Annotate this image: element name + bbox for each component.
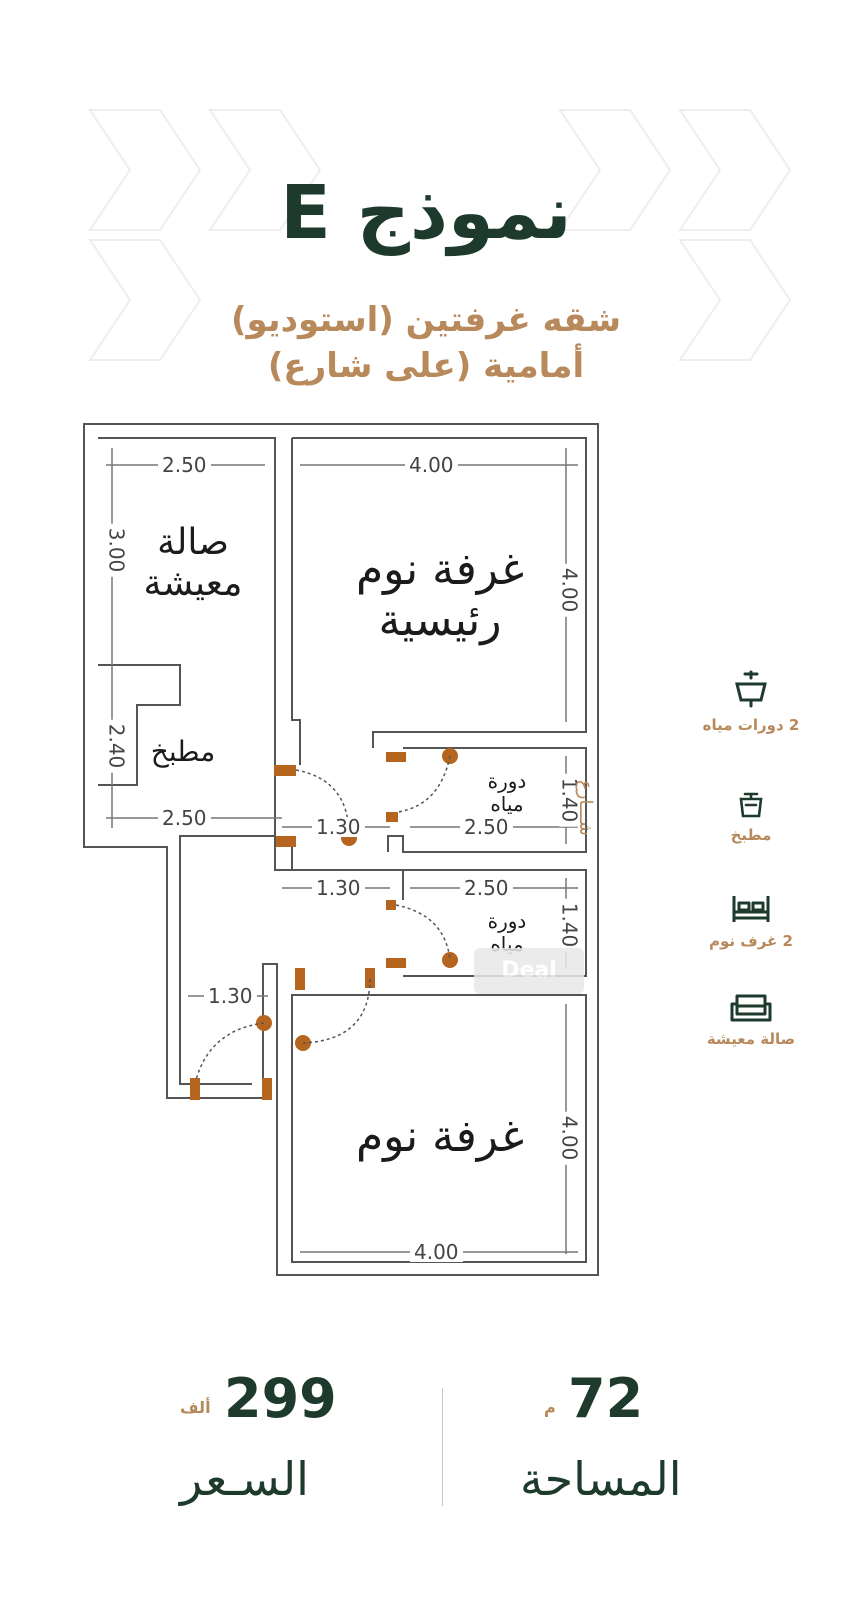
dim-hall-width-2: 1.30 <box>312 878 365 898</box>
subtitle-line-2: أمامية (على شارع) <box>267 346 585 386</box>
feature-label-living: صالة معيشة <box>706 1030 796 1048</box>
dim-bedroom-width: 4.00 <box>410 1242 463 1262</box>
area-label: المساحة <box>520 1452 682 1506</box>
feature-label-bathrooms: 2 دورات مياه <box>702 716 800 734</box>
feature-living: صالة معيشة <box>686 992 816 1048</box>
watermark-logo: Deal <box>474 948 584 994</box>
sofa-icon <box>730 994 772 1022</box>
price-label: السـعر <box>180 1452 309 1506</box>
feature-bedrooms: 2 غرف نوم <box>686 892 816 950</box>
dim-bath2-width: 2.50 <box>460 878 513 898</box>
room-label-bathroom-1: دورة مياه <box>487 769 527 816</box>
bed-icon <box>732 896 770 922</box>
feature-label-bedrooms: 2 غرف نوم <box>709 932 793 950</box>
room-label-living: صالة معيشة <box>143 522 243 605</box>
feature-label-kitchen: مطبخ <box>730 826 772 844</box>
stats-divider <box>442 1388 443 1506</box>
dim-master-height: 4.00 <box>557 563 581 617</box>
sink-icon <box>735 670 767 708</box>
dim-bath1-width: 2.50 <box>460 817 513 837</box>
room-label-kitchen: مطبخ <box>150 735 216 768</box>
room-label-master-bedroom: غرفة نوم رئيسية <box>355 544 525 646</box>
dim-living-width: 2.50 <box>158 455 211 475</box>
feature-kitchen: مطبخ <box>686 790 816 844</box>
dim-kitchen-width: 2.50 <box>158 808 211 828</box>
background-pattern <box>88 109 792 361</box>
dim-master-width: 4.00 <box>405 455 458 475</box>
cooking-pot-icon <box>739 792 763 818</box>
area-unit: م <box>544 1398 556 1417</box>
page-title: نموذج E <box>280 170 572 256</box>
subtitle-line-1: شقه غرفتين (استوديو) <box>230 300 622 340</box>
dim-bath2-height: 1.40 <box>557 898 581 952</box>
dim-hall-width-1: 1.30 <box>312 817 365 837</box>
dim-kitchen-height: 2.40 <box>104 719 128 773</box>
street-label: شـــارع <box>575 780 596 836</box>
price-unit: ألف <box>180 1398 211 1417</box>
feature-bathrooms: 2 دورات مياه <box>686 668 816 734</box>
dim-entry-width: 1.30 <box>204 986 257 1006</box>
price-value: 299 <box>224 1367 337 1430</box>
dim-living-height: 3.00 <box>104 523 128 577</box>
area-value: 72 <box>568 1367 644 1430</box>
room-label-bedroom: غرفة نوم <box>355 1111 525 1162</box>
dim-bedroom-height: 4.00 <box>557 1111 581 1165</box>
